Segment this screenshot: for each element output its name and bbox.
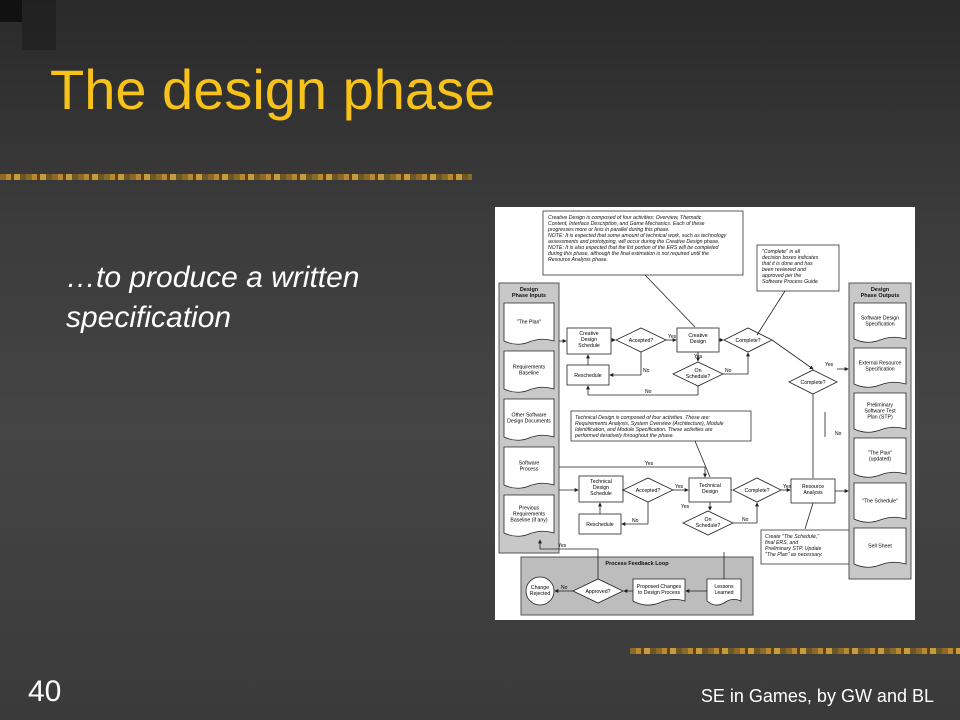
output-document <box>853 437 907 478</box>
input-document <box>503 398 555 441</box>
no-label: No <box>742 517 749 523</box>
yes-label: Yes <box>645 461 654 467</box>
output-document-label: "The Schedule" <box>862 499 898 505</box>
schedule-note <box>760 529 850 565</box>
approved-decision <box>572 578 624 604</box>
output-document <box>853 392 907 433</box>
corner-decoration <box>0 0 22 22</box>
overall-complete-decision <box>788 369 838 395</box>
slide-subtitle: …to produce a written specification <box>66 261 360 334</box>
creative-reschedule-label: Reschedule <box>574 373 602 379</box>
slide-footer: SE in Games, by GW and BL <box>700 686 934 706</box>
input-document-label: "The Plan" <box>517 320 542 326</box>
slide-number: 40 <box>28 675 62 708</box>
technical-design-schedule-box <box>578 475 624 503</box>
output-document <box>853 527 907 568</box>
corner-decoration-shadow <box>22 0 56 50</box>
yes-label: Yes <box>558 543 567 549</box>
footer-divider-stripe <box>630 648 960 654</box>
technical-accepted-label: Accepted? <box>636 488 661 494</box>
input-document <box>503 350 555 393</box>
slide-title: The design phase <box>50 58 496 121</box>
yes-label: Yes <box>675 484 684 490</box>
technical-design-note-text: Technical Design is composed of four act… <box>574 415 724 439</box>
overall-complete-label: Complete? <box>800 380 825 386</box>
technical-reschedule-label: Reschedule <box>586 522 614 528</box>
no-label: No <box>835 431 842 437</box>
no-label: No <box>725 368 732 374</box>
creative-design-box <box>676 327 720 353</box>
output-document <box>853 347 907 388</box>
yes-label: Yes <box>681 504 690 510</box>
no-label: No <box>645 389 652 395</box>
process-feedback-loop-title: Process Feedback Loop <box>605 561 669 567</box>
no-label: No <box>561 585 568 591</box>
proposed-changes-document <box>632 578 686 606</box>
no-label: No <box>632 518 639 524</box>
resource-analysis-box <box>790 478 836 504</box>
complete-note <box>756 244 840 292</box>
output-document <box>853 302 907 343</box>
yes-label: Yes <box>825 362 834 368</box>
input-document <box>503 302 555 345</box>
creative-design-note-text: Creative Design is composed of four acti… <box>547 215 727 263</box>
title-divider-stripe <box>0 174 472 180</box>
yes-label: Yes <box>694 354 703 360</box>
approved-label: Approved? <box>585 589 610 595</box>
yes-label: Yes <box>783 484 792 490</box>
yes-label: Yes <box>668 334 677 340</box>
flow-connectors <box>538 274 849 593</box>
input-document <box>503 446 555 489</box>
creative-complete-label: Complete? <box>735 338 760 344</box>
lessons-learned-document <box>706 578 742 606</box>
technical-design-note <box>570 410 752 442</box>
output-document-label: "The Plan"(updated) <box>868 451 893 463</box>
change-rejected-circle <box>525 576 555 606</box>
technical-complete-label: Complete? <box>744 488 769 494</box>
creative-design-note <box>542 210 744 276</box>
input-document <box>503 494 555 537</box>
no-label: No <box>643 368 650 374</box>
technical-design-box <box>688 477 732 503</box>
output-document-label: Sell Sheet <box>868 544 892 550</box>
design-phase-flowchart: Creative Design is composed of four acti… <box>495 207 915 620</box>
creative-design-schedule-box <box>566 327 612 355</box>
output-document <box>853 482 907 523</box>
creative-accepted-label: Accepted? <box>629 338 654 344</box>
